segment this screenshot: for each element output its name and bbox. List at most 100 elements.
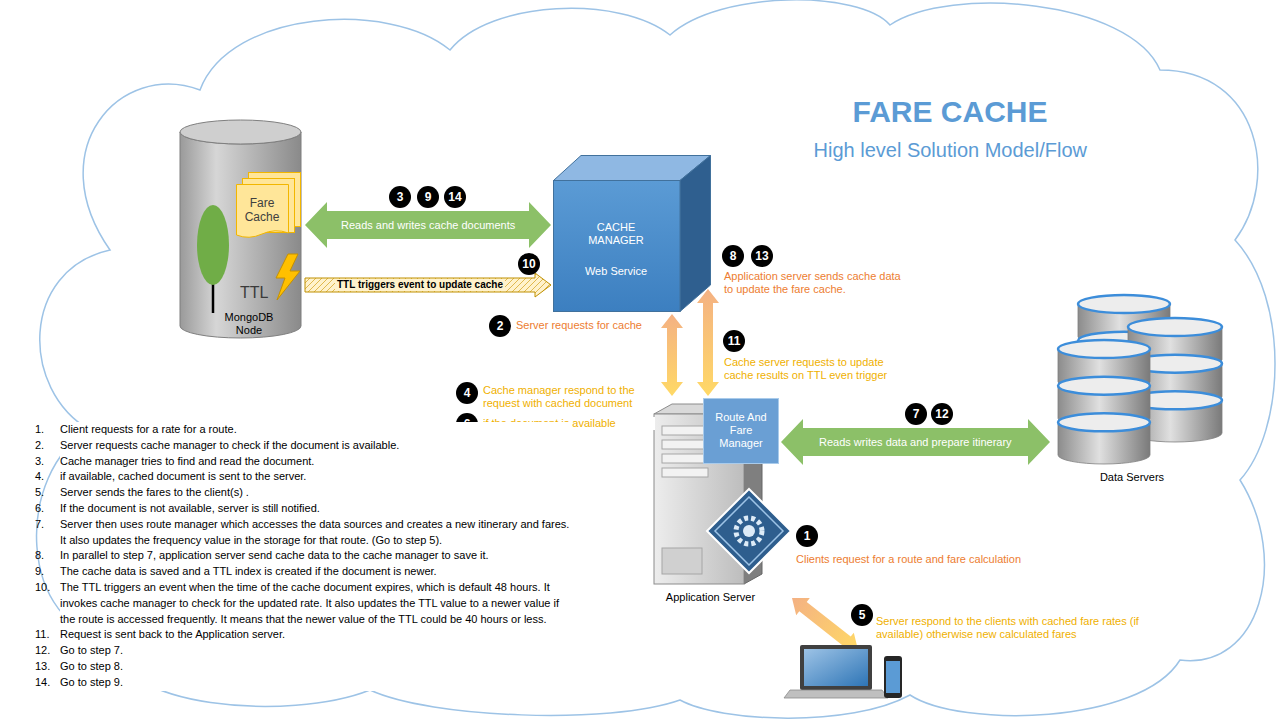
- box-label: Route And Fare Manager: [708, 411, 774, 451]
- laptop-screen: [804, 649, 868, 686]
- graphic-part: [1078, 295, 1170, 313]
- step-number: 14.: [30, 675, 60, 691]
- step-number: 3.: [30, 454, 60, 470]
- step-note: Clients request for a route and fare cal…: [796, 553, 1058, 566]
- step-text: Server sends the fares to the client(s) …: [60, 485, 570, 501]
- step-text: Go to step 8.: [60, 659, 570, 675]
- double-arrow: [661, 314, 683, 396]
- step-row: 11.Request is sent back to the Applicati…: [30, 627, 570, 643]
- step-text: In parallel to step 7, application serve…: [60, 548, 570, 564]
- step-note: Server requests for cache: [516, 319, 658, 332]
- step-number: 7.: [30, 517, 60, 533]
- step-row: 7.Server then uses route manager which a…: [30, 517, 570, 549]
- step-text: Go to step 7.: [60, 643, 570, 659]
- callout-number: 10: [518, 253, 540, 275]
- edge-label: Reads and writes cache documents: [341, 219, 515, 232]
- graphic-part: [680, 156, 711, 312]
- edge-label: TTL triggers event to update cache: [335, 279, 505, 291]
- graphic-part: [554, 181, 681, 312]
- callout-number: 11: [723, 330, 745, 352]
- step-row: 6.If the document is not available, serv…: [30, 501, 570, 517]
- step-row: 14.Go to step 9.: [30, 675, 570, 691]
- database-cylinder: MongoDB Node Fare Cache: [178, 118, 303, 340]
- document-label: Fare Cache: [239, 196, 285, 225]
- step-row: 10.The TTL triggers an event when the ti…: [30, 580, 570, 627]
- step-number: 9.: [30, 564, 60, 580]
- cloud-outline: [37, 0, 1275, 718]
- step-row: 1.Client requests for a rate for a route…: [30, 422, 570, 438]
- step-text: Cache manager tries to find and read the…: [60, 454, 570, 470]
- graphic-part: [707, 489, 791, 573]
- step-number: 12.: [30, 643, 60, 659]
- diagram-subtitle: High level Solution Model/Flow: [814, 138, 1087, 162]
- step-row: 3.Cache manager tries to find and read t…: [30, 454, 570, 470]
- step-text: The cache data is saved and a TTL index …: [60, 564, 570, 580]
- step-note: Cache server requests to update cache re…: [724, 356, 910, 382]
- laptop-screen-frame: [800, 645, 872, 690]
- graphic-part: [1058, 413, 1150, 431]
- callout-number: 12: [931, 403, 953, 425]
- step-number: 13.: [30, 659, 60, 675]
- steps-list: 1.Client requests for a rate for a route…: [30, 422, 570, 691]
- callout-number: 13: [751, 245, 773, 267]
- step-row: 13.Go to step 8.: [30, 659, 570, 675]
- graphic-part: [276, 254, 300, 300]
- step-text: The TTL triggers an event when the time …: [60, 580, 570, 627]
- step-note: Server respond to the clients with cache…: [876, 615, 1176, 641]
- step-number: 11.: [30, 627, 60, 643]
- step-row: 5.Server sends the fares to the client(s…: [30, 485, 570, 501]
- step-number: 5.: [30, 485, 60, 501]
- graphic-part: [662, 426, 708, 435]
- step-row: 4.if available, cached document is sent …: [30, 469, 570, 485]
- step-number: 8.: [30, 548, 60, 564]
- diagram-title: FARE CACHE: [853, 94, 1048, 130]
- double-arrow: [781, 419, 1050, 465]
- step-note: Cache manager respond to the request wit…: [483, 384, 655, 410]
- step-text: Server then uses route manager which acc…: [60, 517, 570, 549]
- graphic-part: [662, 440, 708, 449]
- graphic-part: [197, 205, 229, 285]
- step-row: 12.Go to step 7.: [30, 643, 570, 659]
- server-tower: Application ServerRoute And Fare Manager: [648, 398, 793, 610]
- graphic-part: [180, 120, 301, 144]
- laptop-base: [784, 690, 888, 698]
- callout-number: 2: [489, 315, 511, 337]
- step-number: 10.: [30, 580, 60, 596]
- edge-label: Reads writes data and prepare itinerary: [819, 436, 1012, 449]
- callout-number: 3: [389, 186, 411, 208]
- cache-manager-cube-outline: [553, 155, 713, 312]
- graphic-part: [237, 185, 289, 238]
- step-row: 9.The cache data is saved and a TTL inde…: [30, 564, 570, 580]
- step-text: If the document is not available, server…: [60, 501, 570, 517]
- double-arrow: [697, 289, 719, 396]
- database-stack-outline: [1052, 290, 1228, 485]
- graphic-part: [1058, 377, 1150, 395]
- step-text: Server requests cache manager to check i…: [60, 438, 570, 454]
- node-label: MongoDB Node: [216, 311, 282, 337]
- step-note: Application server sends cache data to u…: [724, 270, 902, 296]
- callout-number: 5: [851, 604, 873, 626]
- graphic-part: [715, 497, 783, 565]
- graphic-part: [743, 525, 755, 537]
- phone-body: [884, 656, 902, 698]
- server-label: Data Servers: [1082, 471, 1182, 484]
- step-number: 4.: [30, 469, 60, 485]
- step-row: 8.In parallel to step 7, application ser…: [30, 548, 570, 564]
- step-text: Go to step 9.: [60, 675, 570, 691]
- graphic-part: [1128, 318, 1222, 336]
- graphic-part: [736, 518, 762, 544]
- phone-screen: [886, 661, 900, 693]
- cache-manager-cube: CACHE MANAGER Web Service: [553, 155, 713, 312]
- document-stack: Fare Cache: [236, 172, 302, 240]
- graphic-part: [662, 454, 708, 463]
- callout-number: 7: [905, 403, 927, 425]
- double-arrow: [305, 202, 551, 248]
- callout-number: 9: [417, 186, 439, 208]
- step-text: Client requests for a rate for a route.: [60, 422, 570, 438]
- callout-number: 4: [456, 382, 478, 404]
- step-number: 2.: [30, 438, 60, 454]
- box-title: CACHE MANAGER: [576, 221, 656, 247]
- box-subtitle: Web Service: [566, 265, 666, 278]
- step-text: if available, cached document is sent to…: [60, 469, 570, 485]
